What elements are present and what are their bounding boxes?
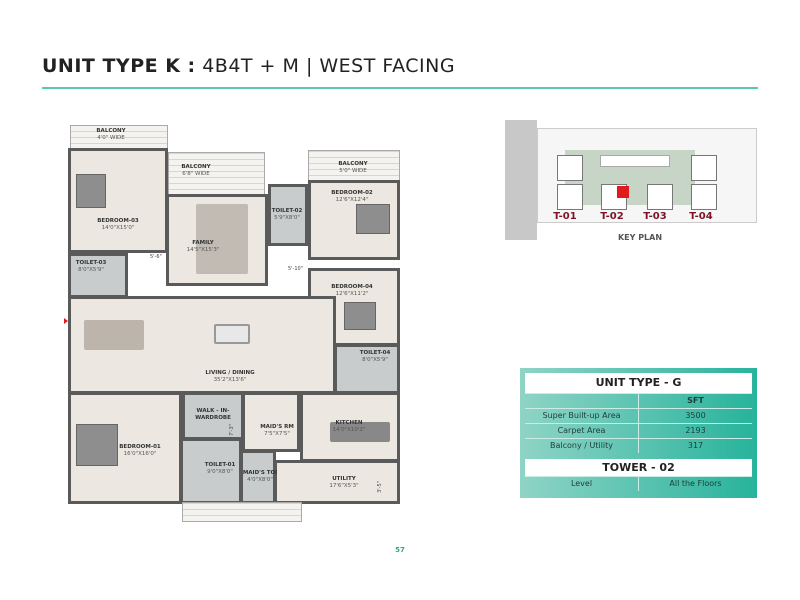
tower-label: T-02 — [600, 211, 624, 222]
tower-block — [647, 184, 673, 210]
utility — [274, 460, 400, 504]
bed-icon — [76, 174, 106, 208]
table-row: Super Built-up Area 3500 — [525, 408, 752, 423]
dimension-label: 7'-3" — [228, 424, 235, 436]
row-value: 2193 — [638, 424, 752, 438]
unit-header: SFT — [638, 394, 752, 408]
bed-icon — [76, 424, 118, 466]
tower-block — [557, 155, 583, 181]
tower-title: TOWER - 02 — [525, 459, 752, 476]
unit-type-title: UNIT TYPE - G — [525, 373, 752, 393]
kitchen-counter-icon — [330, 422, 390, 442]
dimension-label: 5'-10" — [288, 266, 304, 272]
dimension-label: 3'-5" — [376, 481, 383, 493]
tower-block — [691, 155, 717, 181]
sofa-icon — [84, 320, 144, 350]
toilet-03 — [68, 253, 128, 298]
page-title: UNIT TYPE K : 4B4T + M | WEST FACING — [42, 55, 456, 77]
selected-unit-marker — [617, 186, 629, 198]
balcony-2 — [168, 152, 265, 196]
row-value: All the Floors — [638, 477, 752, 491]
tower-label: T-01 — [553, 211, 577, 222]
unit-area-card: UNIT TYPE - G SFT Super Built-up Area 350… — [520, 368, 757, 498]
key-plan-label: KEY PLAN — [617, 233, 663, 242]
toilet-02 — [268, 184, 308, 246]
room-label: WALK - IN- WARDROBE — [195, 408, 231, 421]
page-number: 57 — [395, 546, 405, 554]
row-label: Super Built-up Area — [542, 411, 621, 420]
tower-block — [557, 184, 583, 210]
title-divider — [42, 87, 758, 89]
row-label: Carpet Area — [557, 426, 606, 435]
row-value: 3500 — [638, 409, 752, 423]
dining-table-icon — [214, 324, 250, 344]
rug-icon — [196, 204, 248, 274]
bottom-ledge — [182, 502, 302, 522]
key-plan: T-01 T-02 T-03 T-04 KEY PLAN — [505, 120, 770, 245]
row-value: 317 — [638, 439, 752, 453]
row-label: Balcony / Utility — [549, 441, 614, 450]
bed-icon — [344, 302, 376, 330]
maids-room — [242, 392, 300, 452]
tower-label: T-04 — [689, 211, 713, 222]
road — [505, 120, 537, 240]
row-label: Level — [570, 479, 593, 488]
tower-block — [691, 184, 717, 210]
entrance-marker-icon — [64, 318, 68, 324]
table-row: Balcony / Utility 317 — [525, 438, 752, 453]
table-row: Level All the Floors — [525, 476, 752, 491]
bed-icon — [356, 204, 390, 234]
balcony-3 — [308, 150, 400, 182]
tower-label: T-03 — [643, 211, 667, 222]
toilet-01 — [180, 438, 242, 504]
clubhouse — [600, 155, 670, 167]
table-row: Carpet Area 2193 — [525, 423, 752, 438]
dimension-label: 5'-6" — [150, 254, 162, 260]
